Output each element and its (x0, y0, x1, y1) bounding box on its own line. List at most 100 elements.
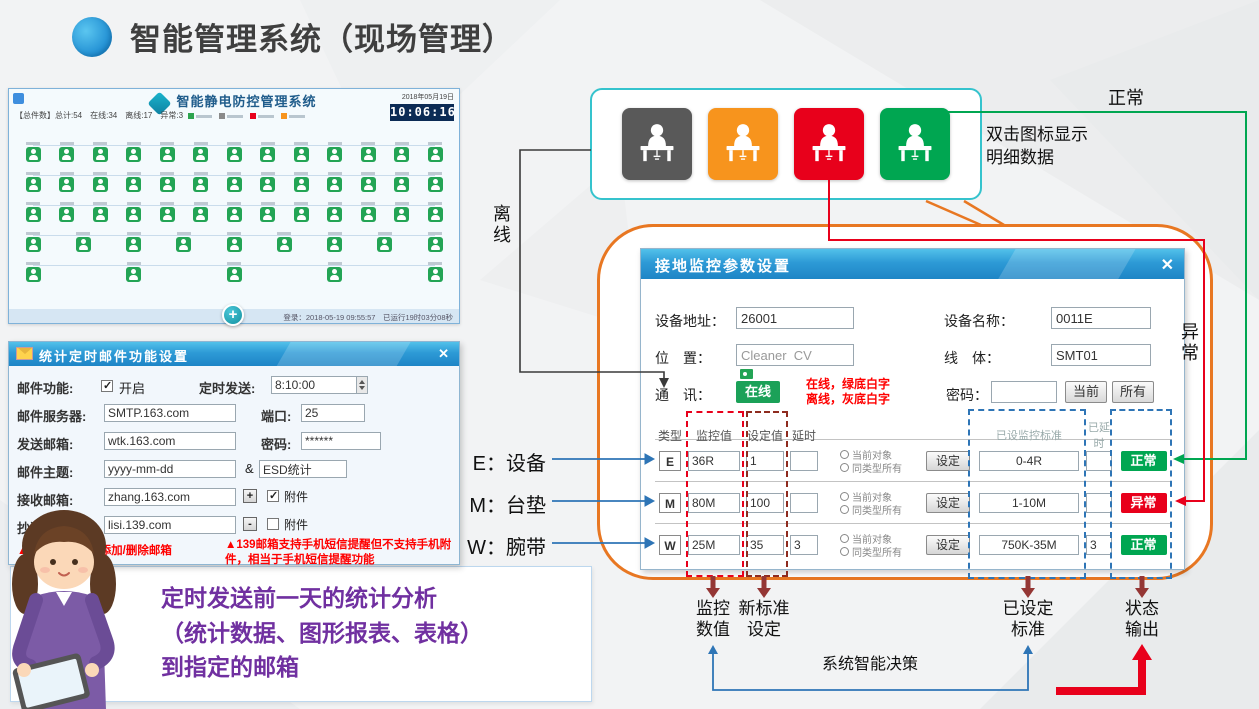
time-spinner[interactable] (357, 376, 368, 394)
device-icon[interactable] (25, 201, 41, 231)
pwd-input[interactable] (991, 381, 1057, 403)
delay-input[interactable] (790, 492, 818, 513)
device-icon[interactable] (226, 261, 242, 291)
device-icon[interactable] (427, 171, 443, 201)
device-icon[interactable] (226, 201, 242, 231)
device-icon[interactable] (92, 201, 108, 231)
device-icon[interactable] (75, 231, 91, 261)
line-input[interactable] (1051, 344, 1151, 366)
std-range-input[interactable] (979, 450, 1079, 471)
warning-station-icon[interactable] (708, 108, 778, 180)
close-icon[interactable]: ✕ (438, 346, 449, 361)
device-icon[interactable] (126, 231, 142, 261)
device-icon[interactable] (126, 201, 142, 231)
std-delay-input[interactable] (1086, 450, 1112, 471)
device-icon[interactable] (427, 261, 443, 291)
device-icon[interactable] (394, 141, 410, 171)
device-icon[interactable] (193, 201, 209, 231)
receiver-attach-checkbox[interactable] (267, 489, 279, 502)
apply-all-button[interactable]: 所有 (1112, 381, 1154, 403)
device-icon[interactable] (92, 141, 108, 171)
radio-same-type-all[interactable] (840, 546, 849, 556)
set-value-input[interactable] (746, 492, 784, 513)
normal-station-icon[interactable] (880, 108, 950, 180)
device-icon[interactable] (226, 141, 242, 171)
std-range-input[interactable] (979, 492, 1079, 513)
delay-input[interactable] (790, 450, 818, 471)
delay-input[interactable] (790, 534, 818, 555)
apply-current-button[interactable]: 当前 (1065, 381, 1107, 403)
set-value-input[interactable] (746, 450, 784, 471)
password-input[interactable] (301, 432, 381, 450)
radio-current-object[interactable] (840, 491, 849, 501)
device-icon[interactable] (293, 141, 309, 171)
subject-input[interactable] (104, 460, 236, 478)
device-icon[interactable] (360, 201, 376, 231)
device-icon[interactable] (394, 171, 410, 201)
monitor-value-input[interactable] (688, 534, 740, 555)
device-icon[interactable] (193, 171, 209, 201)
receiver-input[interactable] (104, 488, 236, 506)
close-icon[interactable]: ✕ (1160, 257, 1174, 274)
device-icon[interactable] (427, 201, 443, 231)
device-icon[interactable] (276, 231, 292, 261)
window-control-icon[interactable] (13, 93, 24, 104)
device-icon[interactable] (159, 171, 175, 201)
monitor-value-input[interactable] (688, 450, 740, 471)
device-icon[interactable] (59, 201, 75, 231)
radio-current-object[interactable] (840, 449, 849, 459)
device-icon[interactable] (327, 201, 343, 231)
radio-current-object[interactable] (840, 533, 849, 543)
sender-input[interactable] (104, 432, 236, 450)
device-icon[interactable] (327, 141, 343, 171)
radio-same-type-all[interactable] (840, 462, 849, 472)
device-icon[interactable] (92, 171, 108, 201)
std-delay-input[interactable] (1086, 534, 1112, 555)
add-mailbox-button[interactable]: + (243, 489, 257, 503)
port-input[interactable] (301, 404, 365, 422)
subject-suffix-input[interactable] (259, 460, 347, 478)
radio-same-type-all[interactable] (840, 504, 849, 514)
device-icon[interactable] (427, 141, 443, 171)
set-button[interactable]: 设定 (926, 492, 970, 513)
device-icon[interactable] (427, 231, 443, 261)
device-icon[interactable] (126, 261, 142, 291)
set-button[interactable]: 设定 (926, 450, 970, 471)
set-button[interactable]: 设定 (926, 534, 970, 555)
device-icon[interactable] (159, 201, 175, 231)
expand-button[interactable]: + (222, 304, 244, 326)
monitor-value-input[interactable] (688, 492, 740, 513)
device-icon[interactable] (394, 201, 410, 231)
device-icon[interactable] (293, 201, 309, 231)
alarm-station-icon[interactable] (794, 108, 864, 180)
device-icon[interactable] (126, 141, 142, 171)
std-range-input[interactable] (979, 534, 1079, 555)
device-icon[interactable] (260, 141, 276, 171)
device-icon[interactable] (360, 141, 376, 171)
server-input[interactable] (104, 404, 236, 422)
device-name-input[interactable] (1051, 307, 1151, 329)
cc-input[interactable] (104, 516, 236, 534)
cc-attach-checkbox[interactable] (267, 518, 279, 530)
device-icon[interactable] (360, 171, 376, 201)
device-icon[interactable] (159, 141, 175, 171)
device-icon[interactable] (260, 171, 276, 201)
device-icon[interactable] (226, 171, 242, 201)
device-icon[interactable] (25, 261, 41, 291)
device-icon[interactable] (25, 171, 41, 201)
device-icon[interactable] (327, 261, 343, 291)
location-input[interactable] (736, 344, 854, 366)
device-icon[interactable] (327, 231, 343, 261)
mail-function-checkbox[interactable] (101, 379, 113, 392)
device-addr-input[interactable] (736, 307, 854, 329)
device-icon[interactable] (25, 141, 41, 171)
schedule-input[interactable] (271, 376, 357, 394)
set-value-input[interactable] (746, 534, 784, 555)
device-icon[interactable] (226, 231, 242, 261)
device-icon[interactable] (193, 141, 209, 171)
device-icon[interactable] (327, 171, 343, 201)
remove-mailbox-button[interactable]: - (243, 517, 257, 531)
device-icon[interactable] (293, 171, 309, 201)
std-delay-input[interactable] (1086, 492, 1112, 513)
device-icon[interactable] (25, 231, 41, 261)
